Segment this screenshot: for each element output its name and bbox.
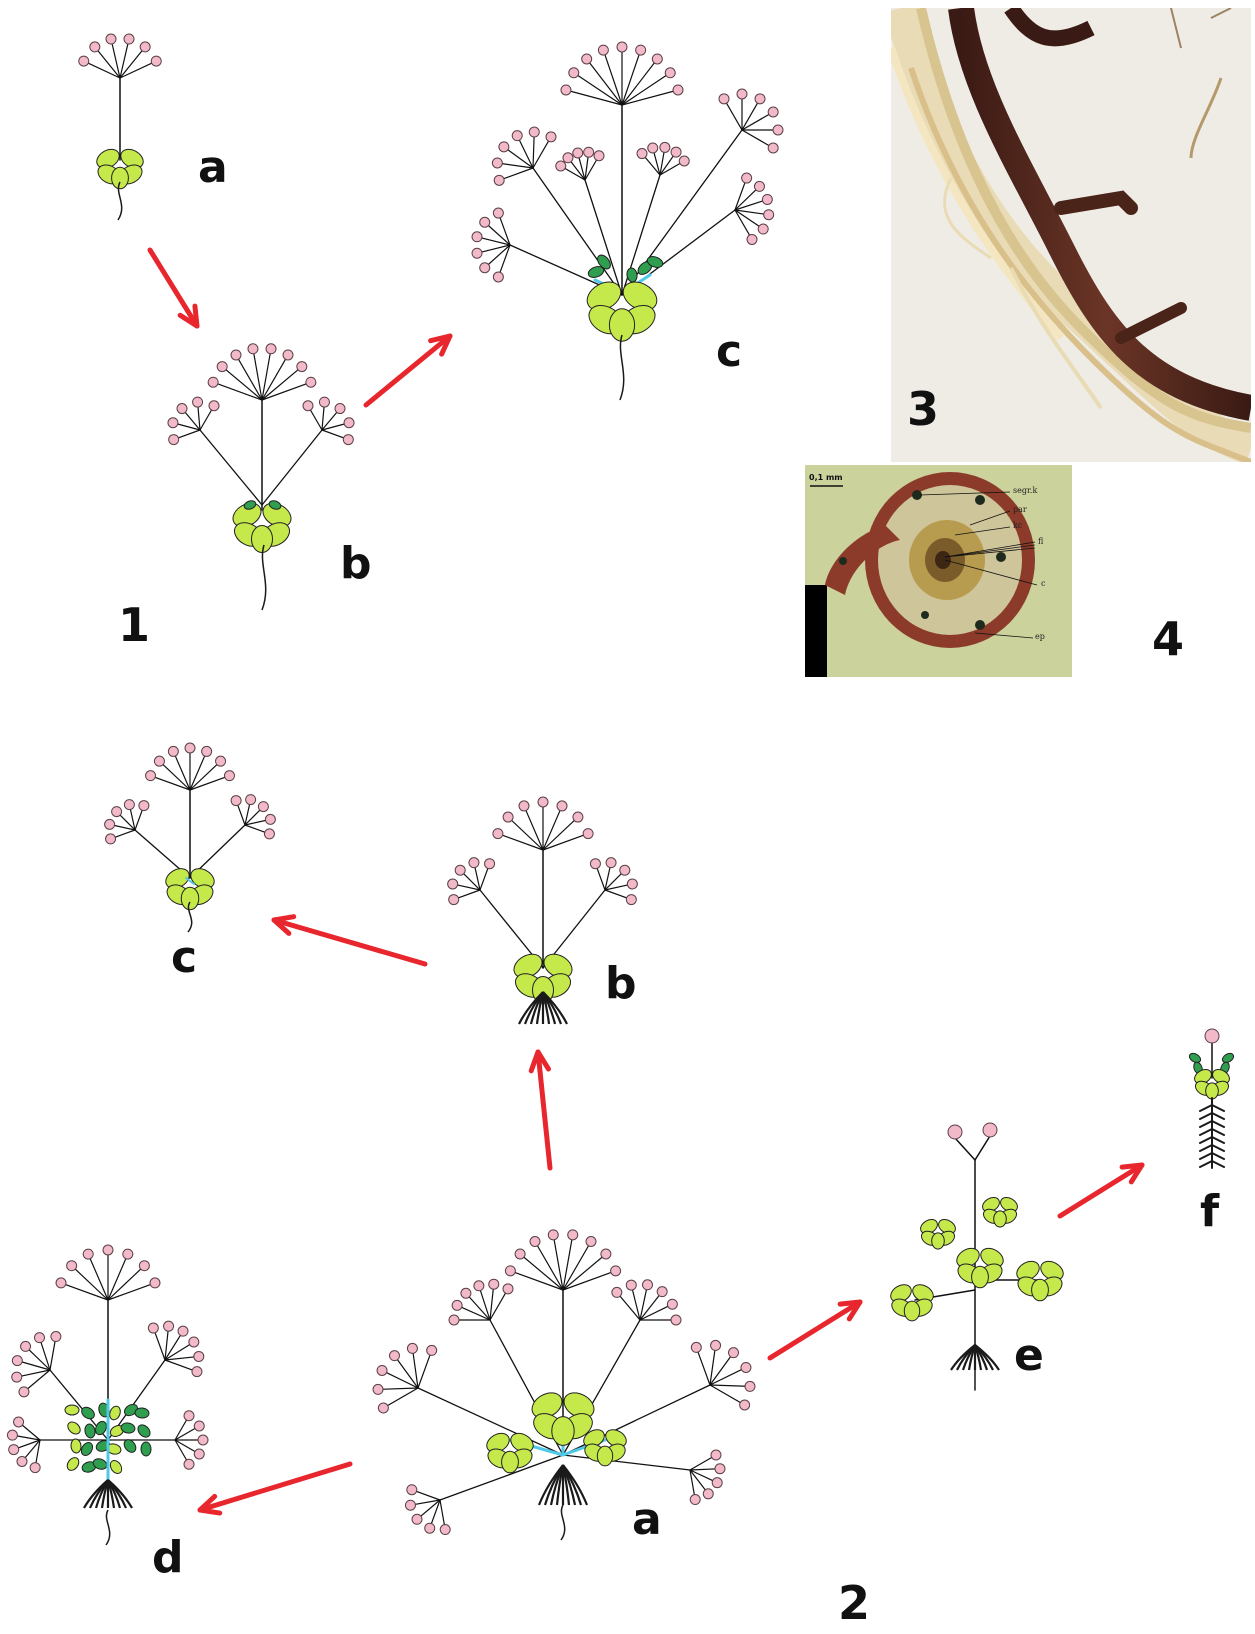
plant-2a (373, 1230, 755, 1540)
panel-number-4: 4 (1152, 616, 1184, 662)
label-1a: a (198, 146, 228, 190)
plant-1b (168, 344, 354, 610)
plant-2d (7, 1245, 208, 1545)
plant-2f (1188, 1029, 1235, 1168)
arrow (150, 250, 197, 326)
arrow-group (150, 250, 1142, 1513)
label-2b: b (605, 962, 637, 1006)
arrow (531, 1052, 550, 1168)
label-2a: a (632, 1498, 662, 1542)
arrow (200, 1464, 350, 1513)
label-2e: e (1014, 1334, 1044, 1378)
panel-number-2: 2 (838, 1580, 870, 1626)
label-2d: d (152, 1536, 184, 1580)
arrow (274, 917, 425, 964)
label-1b: b (340, 542, 372, 586)
label-2f: f (1200, 1190, 1219, 1234)
plant-2c (105, 743, 276, 932)
arrow (366, 336, 450, 405)
plant-1a (79, 34, 162, 220)
arrow (770, 1302, 860, 1358)
arrow (1060, 1165, 1142, 1216)
plant-group (7, 34, 1235, 1545)
label-1c: c (716, 330, 742, 374)
panel-number-1: 1 (118, 602, 150, 648)
label-2c: c (171, 936, 197, 980)
